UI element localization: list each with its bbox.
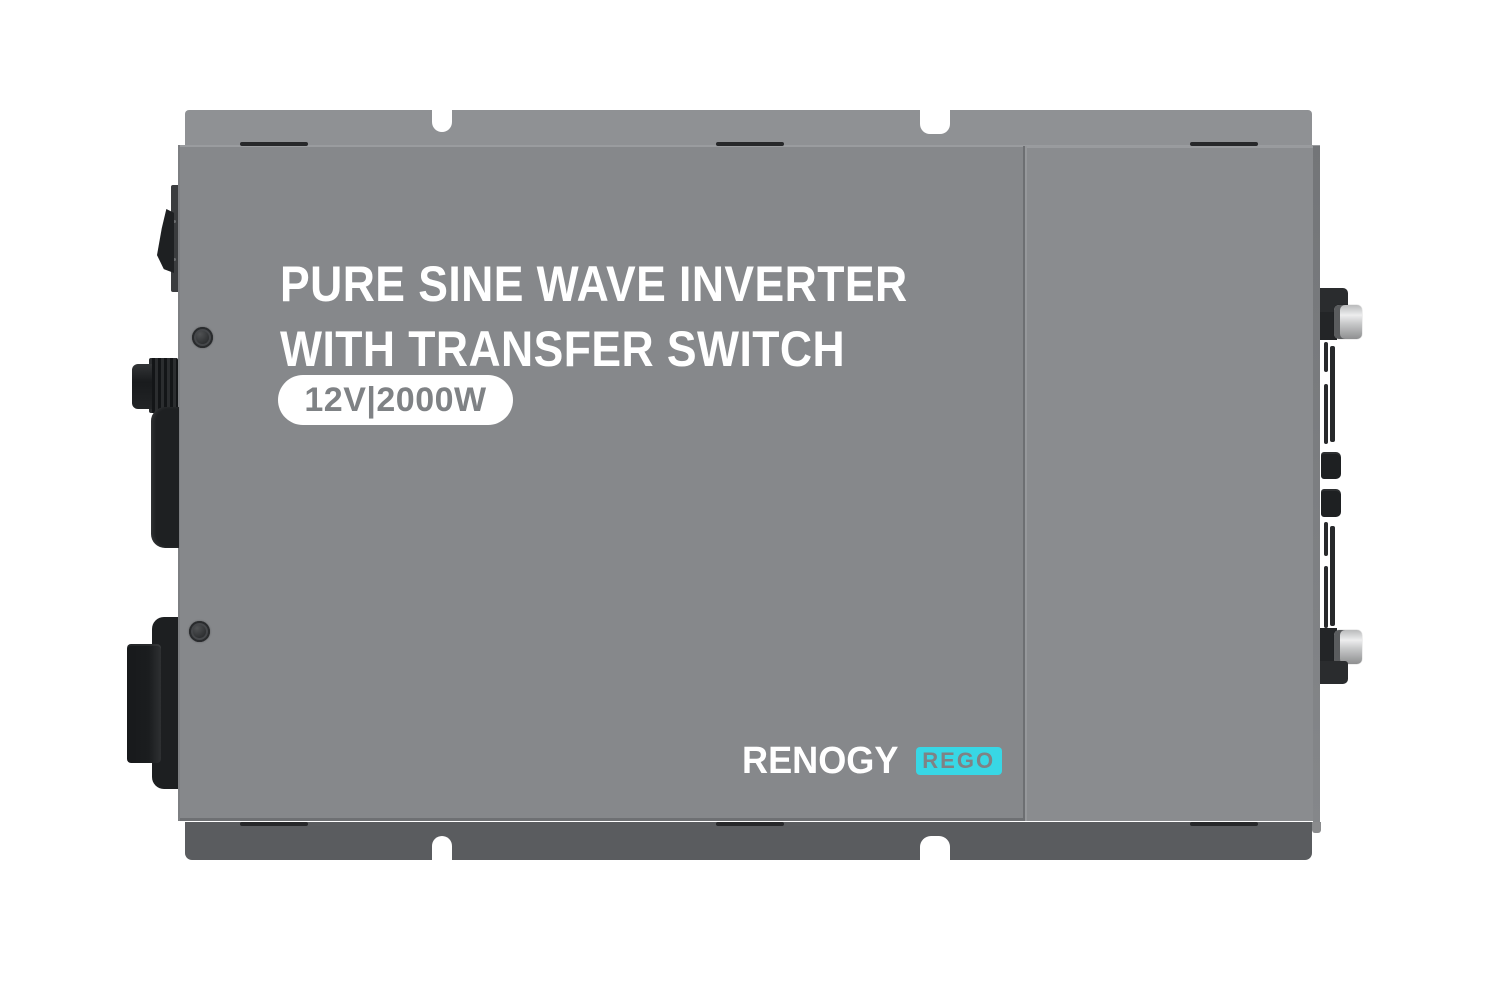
vent-slot: [1324, 384, 1328, 444]
switch-mount-plate: [171, 185, 178, 292]
vent-slot: [1324, 342, 1328, 372]
keyhole-slot: [920, 836, 950, 860]
panel-screw-top: [192, 327, 213, 348]
keyhole-slot: [920, 110, 950, 134]
battery-terminal-block: [127, 644, 161, 763]
keyhole-slot: [432, 110, 452, 132]
right-side-face-tab: [1312, 822, 1321, 833]
keyhole-slot: [1418, 836, 1438, 860]
mounting-flange-bottom: [185, 822, 1438, 860]
edge-slot: [716, 142, 784, 146]
spec-badge: 12V|2000W: [278, 375, 513, 425]
keyhole-slot: [432, 836, 452, 860]
edge-slot: [716, 822, 784, 826]
vent-slot: [1330, 526, 1335, 626]
edge-slot: [1190, 142, 1258, 146]
side-handle: [151, 407, 179, 548]
control-knob-upper: [1321, 452, 1341, 479]
title-line-2: WITH TRANSFER SWITCH: [280, 321, 846, 377]
edge-slot: [1190, 822, 1258, 826]
right-side-face: [1313, 146, 1320, 822]
mounting-flange-top: [185, 110, 1438, 146]
vent-slot: [1330, 346, 1335, 442]
vent-slot: [1324, 522, 1328, 556]
title-line-1: PURE SINE WAVE INVERTER: [280, 256, 908, 312]
control-knob-lower: [1321, 489, 1341, 517]
vent-slot: [1324, 566, 1328, 628]
keyhole-slot: [1418, 110, 1438, 132]
edge-slot: [240, 142, 308, 146]
right-access-panel: [1023, 146, 1315, 821]
edge-slot: [240, 822, 308, 826]
series-badge: REGO: [915, 747, 1002, 775]
terminal-post-cap-bottom: [1334, 630, 1362, 664]
terminal-post-cap-top: [1334, 305, 1362, 339]
brand-wordmark: RENOGY: [742, 739, 899, 782]
brand-logo: RENOGY REGO: [742, 740, 1002, 782]
spec-badge-text: 12V|2000W: [304, 380, 487, 419]
inverter-front-panel: [178, 145, 1320, 821]
cable-gland-collar: [149, 358, 178, 413]
power-rocker-switch: [157, 209, 174, 273]
cable-gland-nut: [132, 364, 152, 409]
product-title: PURE SINE WAVE INVERTER WITH TRANSFER SW…: [280, 252, 1040, 382]
series-badge-text: REGO: [922, 748, 996, 773]
panel-screw-bottom: [189, 621, 210, 642]
terminal-bracket-bottom: [1320, 661, 1348, 684]
